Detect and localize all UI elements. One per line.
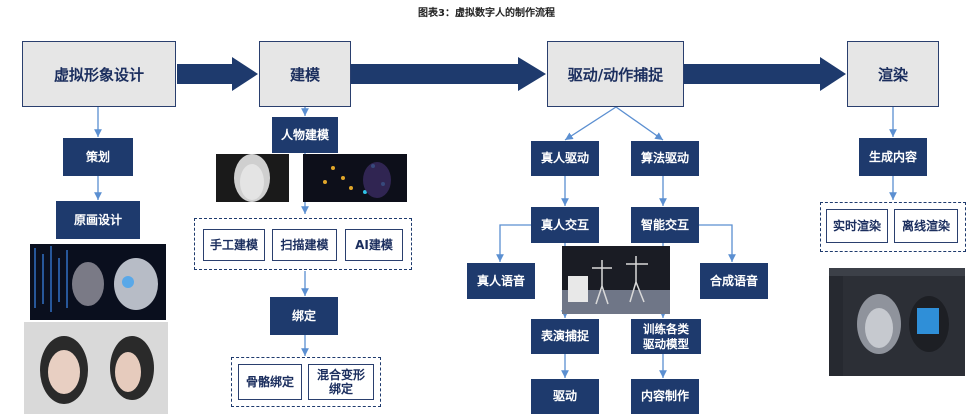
method-scan: 扫描建模 [272, 229, 337, 261]
algorithm-drive: 算法驱动 [631, 141, 699, 176]
render-offline: 离线渲染 [894, 209, 958, 243]
generate-content: 生成内容 [859, 138, 927, 176]
rendering-methods-group [820, 202, 966, 252]
binding-blendshape: 混合变形 绑定 [308, 364, 374, 400]
motion-capture-image [562, 246, 670, 314]
face-model-image [216, 154, 289, 202]
person-modeling: 人物建模 [272, 117, 338, 153]
robot-face-image [30, 244, 166, 320]
stage-arrow-2 [351, 57, 546, 91]
drive: 驱动 [531, 379, 599, 414]
stage-driving-motion-capture: 驱动/动作捕捉 [547, 41, 684, 107]
binding-methods-group [231, 357, 381, 407]
ai-face-image [303, 154, 407, 202]
rendering-software-image [829, 268, 965, 376]
female-character-image [24, 322, 168, 414]
stage-arrow-3 [684, 57, 846, 91]
real-voice: 真人语音 [467, 263, 535, 299]
content-creation: 内容制作 [631, 379, 699, 414]
real-person-interaction: 真人交互 [531, 207, 599, 243]
real-person-drive: 真人驱动 [531, 141, 599, 176]
stage-virtual-image-design: 虚拟形象设计 [22, 41, 176, 107]
stage-rendering: 渲染 [847, 41, 939, 107]
stage-modeling: 建模 [259, 41, 351, 107]
method-manual: 手工建模 [203, 229, 265, 261]
figure-title: 图表3：虚拟数字人的制作流程 [418, 8, 555, 19]
binding: 绑定 [270, 297, 338, 335]
render-realtime: 实时渲染 [826, 209, 888, 243]
binding-skeleton: 骨骼绑定 [238, 364, 302, 400]
synthetic-voice: 合成语音 [700, 263, 768, 299]
stage-arrow-1 [177, 57, 258, 91]
step-concept-art: 原画设计 [56, 201, 140, 239]
performance-capture: 表演捕捉 [531, 319, 599, 354]
step-planning: 策划 [63, 138, 133, 176]
method-ai: AI建模 [345, 229, 403, 261]
modeling-methods-group [194, 218, 412, 270]
smart-interaction: 智能交互 [631, 207, 699, 243]
train-drive-models: 训练各类 驱动模型 [631, 319, 701, 354]
